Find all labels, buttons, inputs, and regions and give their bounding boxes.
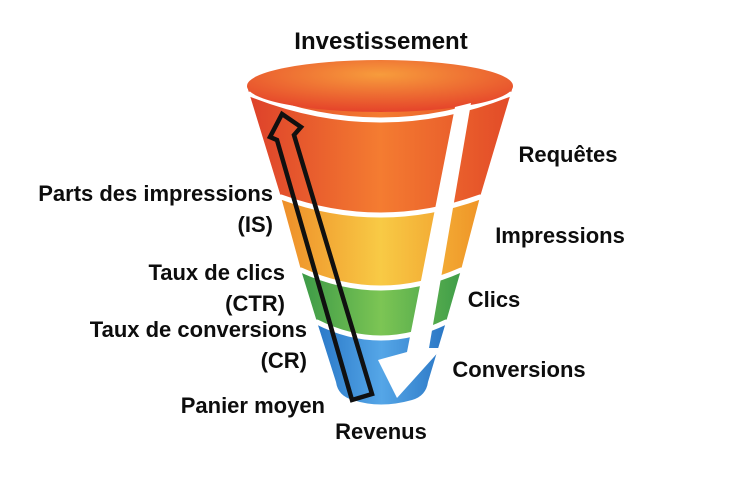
label-line: Taux de clics xyxy=(148,260,285,285)
up-arrow-icon xyxy=(266,110,375,403)
label-line: Parts des impressions xyxy=(38,181,273,206)
label-line: (CTR) xyxy=(225,291,285,316)
band-separator-rim xyxy=(247,91,513,123)
label-line: (CR) xyxy=(260,348,307,373)
funnel-top-face xyxy=(247,60,513,112)
label-parts-des-impressions: Parts des impressions (IS) xyxy=(38,178,273,240)
label-line: (IS) xyxy=(237,212,273,237)
label-impressions: Impressions xyxy=(495,223,625,248)
down-arrow-icon xyxy=(378,103,471,398)
label-line: Taux de conversions xyxy=(89,317,307,342)
label-taux-de-conversions: Taux de conversions (CR) xyxy=(90,314,307,376)
label-conversions: Conversions xyxy=(452,357,586,382)
band-separator-2 xyxy=(298,267,464,291)
label-investissement: Investissement xyxy=(294,28,468,55)
label-revenus: Revenus xyxy=(335,419,427,444)
band-separator-1 xyxy=(278,194,483,218)
label-panier-moyen: Panier moyen xyxy=(180,393,325,418)
label-clics: Clics xyxy=(467,287,521,312)
label-taux-de-clics: Taux de clics (CTR) xyxy=(148,257,285,319)
label-requetes: Requêtes xyxy=(518,142,618,167)
